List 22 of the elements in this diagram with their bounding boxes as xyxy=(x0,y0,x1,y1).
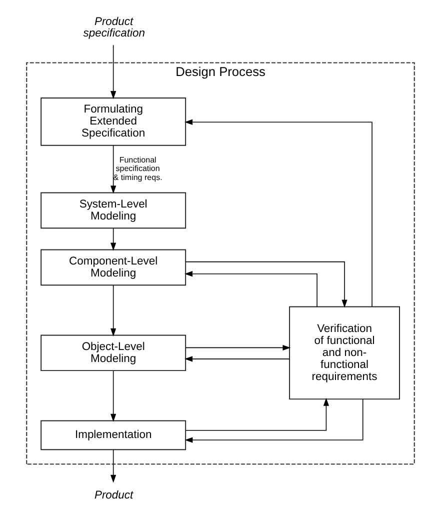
arrow xyxy=(184,119,372,307)
node-box: System-Level Modeling xyxy=(40,192,186,229)
arrow xyxy=(110,145,116,194)
arrow xyxy=(184,261,347,308)
node-box: Component-Level Modeling xyxy=(40,249,186,286)
arrow xyxy=(184,356,290,362)
arrow xyxy=(184,398,363,443)
arrow xyxy=(184,344,290,351)
arrow xyxy=(110,44,116,100)
node-text: Product specification xyxy=(82,16,144,40)
node-box: Object-Level Modeling xyxy=(40,334,186,372)
arrow xyxy=(110,449,116,483)
arrow xyxy=(110,370,116,422)
node-box: Formulating Extended Specification xyxy=(40,98,186,146)
arrow xyxy=(110,284,116,336)
arrow xyxy=(184,271,317,308)
edge-label: Functional specification & timing reqs. xyxy=(112,155,162,182)
arrow xyxy=(184,398,329,431)
node-box: Implementation xyxy=(40,420,186,450)
node-box: Verification of functional and non-functional requirements xyxy=(288,306,400,400)
node-text: Product xyxy=(94,489,133,502)
arrow xyxy=(110,228,116,251)
